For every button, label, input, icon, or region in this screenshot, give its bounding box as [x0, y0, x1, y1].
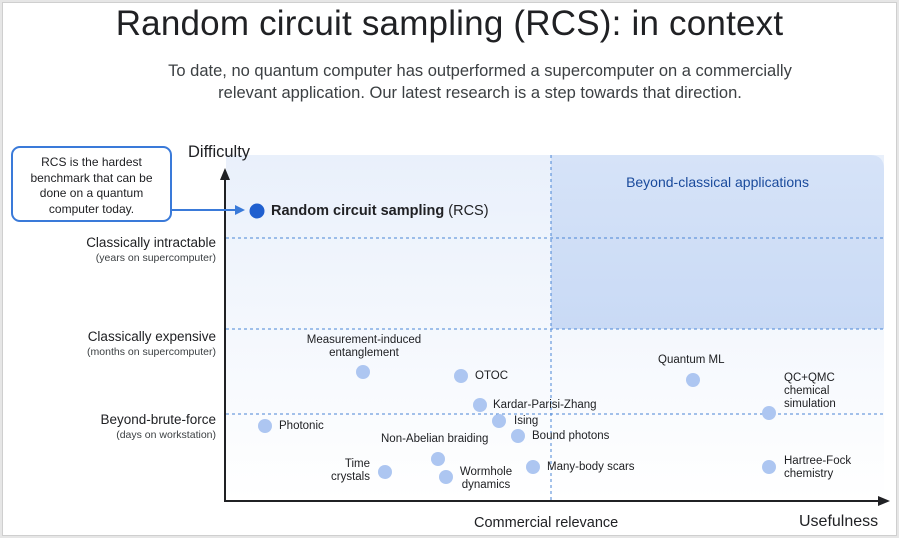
rcs-label: Random circuit sampling (RCS) — [271, 203, 489, 219]
dot-ising — [492, 414, 506, 428]
label-line: crystals — [331, 471, 370, 483]
label-qml: Quantum ML — [658, 354, 725, 366]
band-label: Classically expensive — [87, 329, 216, 344]
callout-line: computer today. — [48, 201, 135, 216]
dot-bound — [511, 429, 525, 443]
band-label: Classically intractable — [86, 235, 216, 250]
dot-otoc — [454, 369, 468, 383]
label-line: Wormhole — [459, 466, 513, 478]
dot-time — [378, 465, 392, 479]
rcs-label-name: Random circuit sampling — [271, 203, 445, 219]
rcs-dot — [249, 203, 265, 219]
band-intractable: Classically intractable (years on superc… — [6, 235, 216, 264]
dot-qml — [686, 373, 700, 387]
beyond-classical-region — [551, 155, 884, 329]
page-title: Random circuit sampling (RCS): in contex… — [115, 4, 784, 43]
subtitle: To date, no quantum computer has outperf… — [100, 60, 860, 104]
rcs-callout-box: RCS is the hardest benchmark that can be… — [11, 146, 172, 222]
band-sublabel: (days on workstation) — [116, 429, 216, 441]
label-ising: Ising — [514, 415, 539, 427]
rcs-label-suffix: (RCS) — [444, 203, 489, 219]
callout-line: benchmark that can be — [30, 170, 153, 185]
dot-qcqmc — [762, 406, 776, 420]
label-nonabelian: Non-Abelian braiding — [381, 433, 489, 445]
label-kpz: Kardar-Parisi-Zhang — [493, 399, 597, 411]
label-line: entanglement — [329, 347, 399, 359]
dot-hartree — [762, 460, 776, 474]
dot-wormhole — [439, 470, 453, 484]
label-qcqmc: QC+QMC chemical simulation — [784, 372, 836, 411]
label-hartree: Hartree-Fock chemistry — [784, 455, 851, 481]
label-measurement: Measurement-induced entanglement — [296, 334, 432, 360]
label-scars: Many-body scars — [547, 461, 635, 473]
callout-line: RCS is the hardest — [41, 155, 142, 169]
dot-nonabelian — [431, 452, 445, 466]
band-sublabel: (years on supercomputer) — [95, 252, 216, 264]
dot-kpz — [473, 398, 487, 412]
y-axis-arrowhead — [220, 168, 230, 180]
beyond-classical-label: Beyond-classical applications — [626, 174, 809, 190]
commercial-relevance-label: Commercial relevance — [474, 515, 619, 531]
y-axis-label: Difficulty — [188, 143, 251, 161]
label-line: dynamics — [461, 479, 511, 491]
dot-scars — [526, 460, 540, 474]
band-expensive: Classically expensive (months on superco… — [6, 329, 216, 358]
band-sublabel: (months on supercomputer) — [87, 346, 216, 358]
label-photonic: Photonic — [279, 420, 324, 432]
label-bound: Bound photons — [532, 430, 610, 442]
label-time: Time crystals — [300, 458, 370, 484]
subtitle-line-1: To date, no quantum computer has outperf… — [168, 62, 792, 80]
dot-measurement — [356, 365, 370, 379]
x-axis-label: Usefulness — [799, 513, 879, 530]
label-line: QC+QMC — [784, 372, 835, 384]
label-line: simulation — [784, 398, 836, 410]
x-axis-arrowhead — [878, 496, 890, 506]
label-line: Hartree-Fock — [784, 455, 852, 467]
band-label: Beyond-brute-force — [100, 412, 216, 427]
label-line: chemistry — [784, 468, 834, 480]
callout-arrowhead — [235, 205, 245, 215]
subtitle-line-2: relevant application. Our latest researc… — [218, 84, 742, 102]
label-line: Time — [344, 458, 370, 470]
label-otoc: OTOC — [475, 370, 509, 382]
callout-line: done on a quantum — [39, 186, 144, 200]
label-line: chemical — [784, 385, 830, 397]
label-wormhole: Wormhole dynamics — [450, 466, 522, 492]
dot-photonic — [258, 419, 272, 433]
label-line: Measurement-induced — [306, 334, 422, 346]
band-brute-force: Beyond-brute-force (days on workstation) — [6, 412, 216, 441]
